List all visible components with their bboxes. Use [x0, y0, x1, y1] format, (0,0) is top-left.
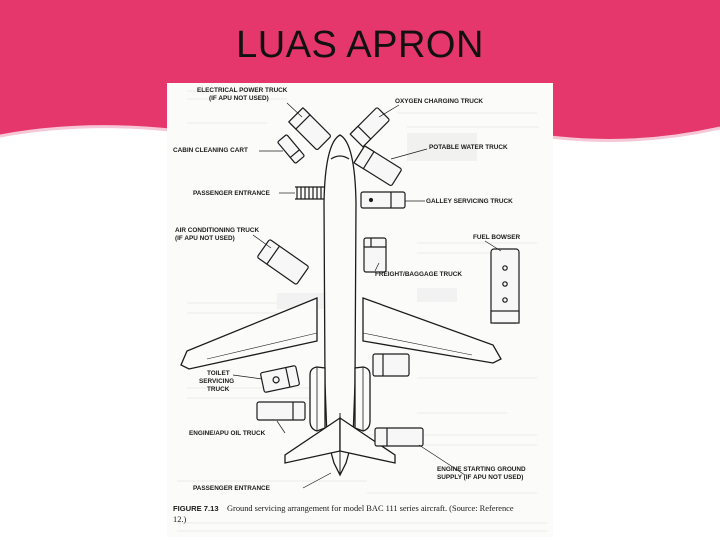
rear-ground-unit	[372, 353, 410, 377]
slide-title: LUAS APRON	[236, 24, 484, 66]
ground-servicing-diagram: ELECTRICAL POWER TRUCK (IF APU NOT USED)…	[167, 83, 553, 537]
oxygen-charging-truck	[349, 107, 390, 148]
label-fuel-bowser: FUEL BOWSER	[473, 234, 520, 241]
caption-text-line2: 12.)	[173, 515, 186, 524]
engine-apu-oil-truck	[256, 401, 306, 421]
caption-text-line1: Ground servicing arrangement for model B…	[227, 504, 514, 513]
label-potable-water-truck: POTABLE WATER TRUCK	[429, 144, 508, 151]
label-passenger-entrance-front: PASSENGER ENTRANCE	[193, 190, 271, 197]
label-freight-baggage-truck: FREIGHT/BAGGAGE TRUCK	[375, 271, 462, 278]
label-engine-apu-oil-truck: ENGINE/APU OIL TRUCK	[189, 430, 266, 437]
scanned-figure: ELECTRICAL POWER TRUCK (IF APU NOT USED)…	[167, 83, 553, 537]
electrical-power-truck	[287, 106, 331, 150]
label-electrical-power-truck-note: (IF APU NOT USED)	[209, 95, 269, 102]
passenger-stairs-front	[295, 186, 324, 200]
label-toilet-servicing-truck-3: TRUCK	[207, 386, 230, 393]
label-oxygen-charging-truck: OXYGEN CHARGING TRUCK	[395, 98, 483, 105]
figure-caption: FIGURE 7.13 Ground servicing arrangement…	[173, 504, 514, 524]
engine-starting-ground-supply	[374, 427, 424, 447]
label-engine-starting-ground-supply-1: ENGINE STARTING GROUND	[437, 466, 526, 473]
toilet-servicing-truck	[260, 365, 300, 393]
label-galley-servicing-truck: GALLEY SERVICING TRUCK	[426, 198, 513, 205]
label-air-conditioning-truck: AIR CONDITIONING TRUCK	[175, 227, 260, 234]
aircraft-bac-111	[180, 134, 502, 477]
label-electrical-power-truck: ELECTRICAL POWER TRUCK	[197, 87, 288, 94]
label-toilet-servicing-truck-2: SERVICING	[199, 378, 234, 385]
diagram-labels: ELECTRICAL POWER TRUCK (IF APU NOT USED)…	[173, 87, 526, 492]
vehicles	[256, 106, 520, 447]
cabin-cleaning-cart	[277, 134, 305, 164]
galley-servicing-truck	[360, 191, 406, 209]
potable-water-truck	[353, 145, 402, 186]
caption-figure-number: FIGURE 7.13	[173, 504, 219, 513]
freight-baggage-truck	[363, 237, 387, 273]
label-passenger-entrance-rear: PASSENGER ENTRANCE	[193, 485, 271, 492]
label-cabin-cleaning-cart: CABIN CLEANING CART	[173, 147, 248, 154]
air-conditioning-truck	[257, 239, 309, 285]
label-air-conditioning-truck-note: (IF APU NOT USED)	[175, 235, 235, 242]
leader-lines	[232, 102, 502, 489]
fuel-bowser	[490, 248, 520, 324]
label-toilet-servicing-truck-1: TOILET	[207, 370, 230, 377]
label-engine-starting-ground-supply-2: SUPPLY (IF APU NOT USED)	[437, 474, 523, 481]
